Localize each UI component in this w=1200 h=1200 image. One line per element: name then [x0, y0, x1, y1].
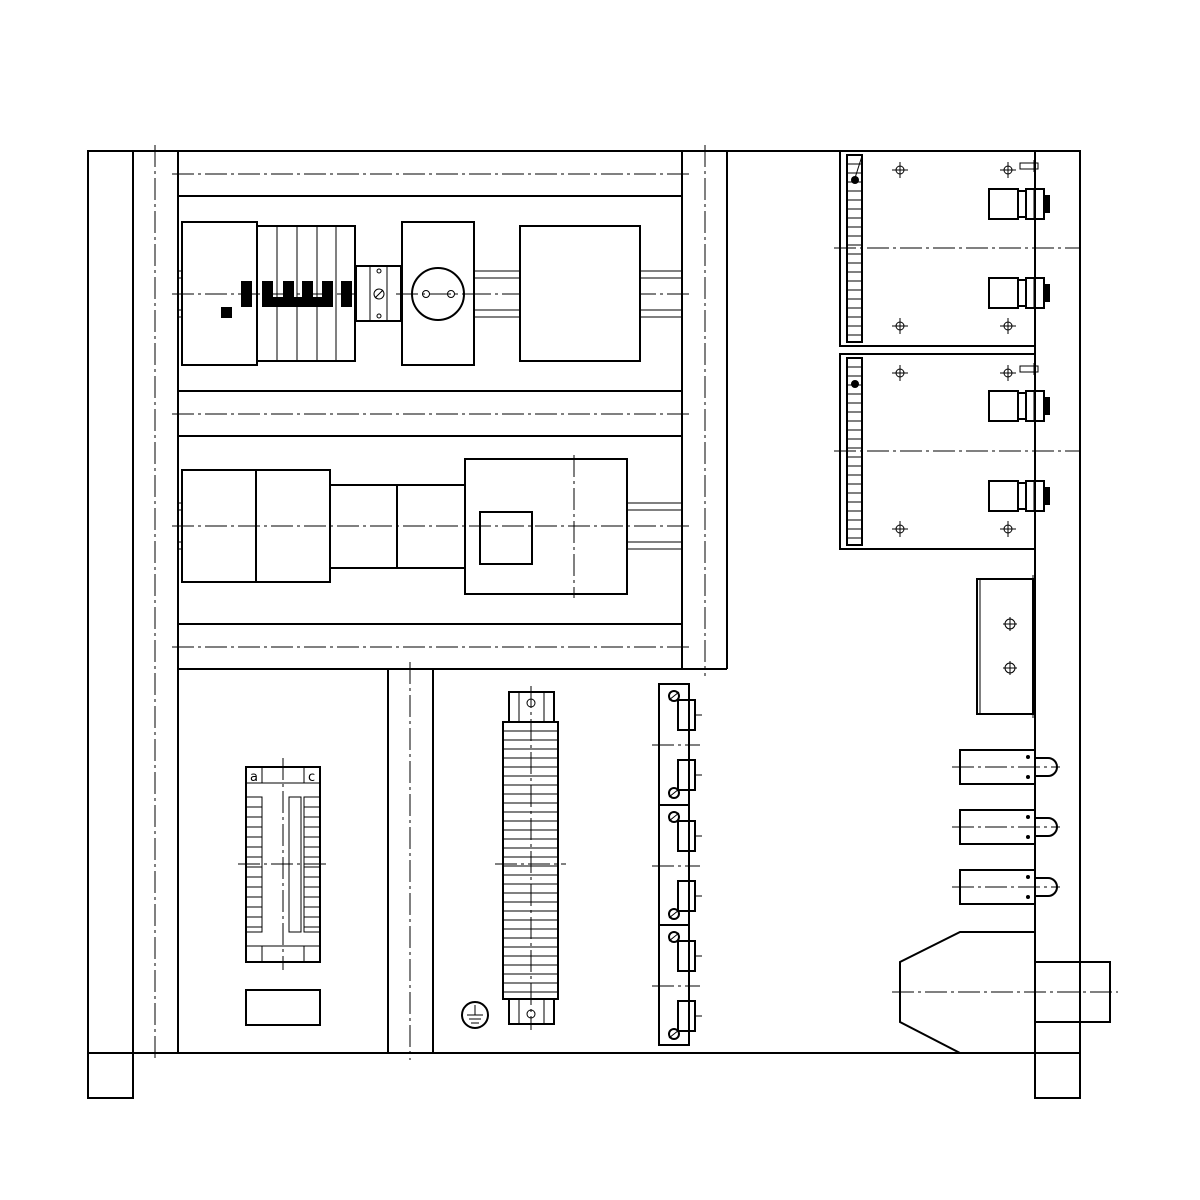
- earth-ground-icon: [461, 1001, 489, 1029]
- pilot-lights: [952, 749, 1060, 905]
- rail-2-modules: [172, 455, 690, 598]
- mounting-hole: [1000, 521, 1016, 537]
- terminal-block-strip: [495, 686, 566, 1030]
- row-label-c: c: [308, 770, 315, 785]
- mounting-hole: [892, 365, 908, 381]
- switch-indicator: [221, 307, 232, 318]
- cable-gland: [988, 480, 1050, 512]
- foot-left: [87, 1052, 134, 1099]
- contactor: [652, 690, 702, 799]
- mounting-hole: [1000, 365, 1016, 381]
- label-plate: [245, 989, 321, 1026]
- power-supply-module: [519, 225, 641, 362]
- cable-gland: [988, 390, 1050, 422]
- mounting-hole: [1000, 318, 1016, 334]
- mounting-hole: [892, 318, 908, 334]
- pilot-light: [952, 869, 1060, 905]
- pilot-light: [952, 749, 1060, 785]
- contactor-stack: [652, 683, 702, 1046]
- cable-gland: [988, 188, 1050, 220]
- socket-outlet: [396, 221, 480, 366]
- contactor: [652, 811, 702, 920]
- cable-entry-housing: [892, 931, 1118, 1054]
- cabinet-outline: [87, 150, 1081, 1054]
- screw-terminal: [1019, 160, 1039, 172]
- contactor: [652, 931, 702, 1040]
- plug-connector: a c: [238, 758, 328, 970]
- mounting-plate: [172, 145, 728, 676]
- end-clamp: [355, 265, 402, 322]
- controller-unit-1: [834, 150, 1080, 347]
- controller-unit-2: [834, 353, 1080, 550]
- foot-right: [1034, 1052, 1081, 1099]
- mounting-hole: [892, 521, 908, 537]
- mounting-hole: [892, 162, 908, 178]
- circuit-breaker-block: [172, 225, 360, 362]
- row-label-a: a: [250, 770, 258, 785]
- junction-box: [976, 575, 1034, 718]
- lower-left-compartment: [387, 662, 434, 1060]
- mounting-hole: [1000, 162, 1016, 178]
- cable-gland: [988, 277, 1050, 309]
- pilot-light: [952, 809, 1060, 845]
- screw-terminal: [1019, 363, 1039, 375]
